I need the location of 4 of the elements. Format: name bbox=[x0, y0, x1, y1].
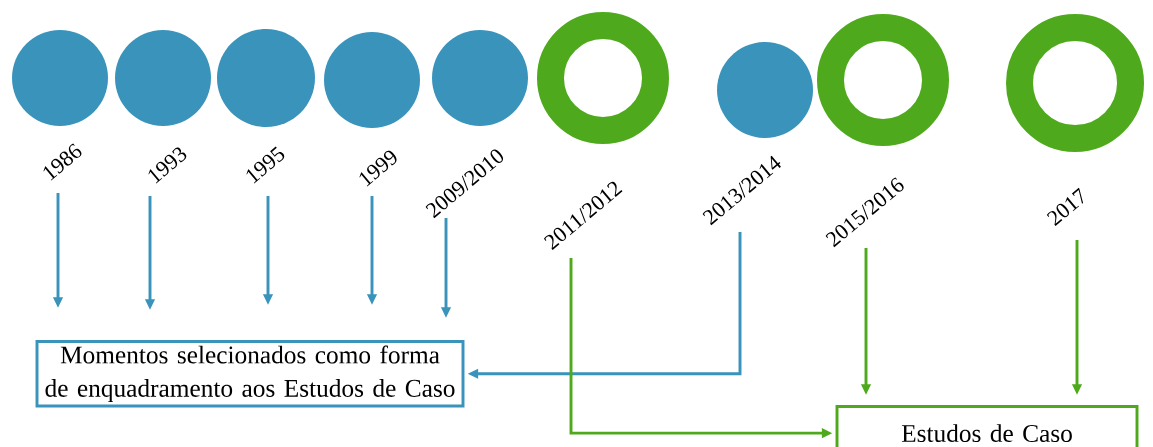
year-label: 1993 bbox=[148, 147, 187, 184]
year-label: 1999 bbox=[359, 150, 397, 187]
text-box: Estudos de Caso bbox=[835, 405, 1139, 447]
text-box: Momentos selecionados como forma de enquadramento aos Estudos de Caso bbox=[35, 340, 465, 408]
